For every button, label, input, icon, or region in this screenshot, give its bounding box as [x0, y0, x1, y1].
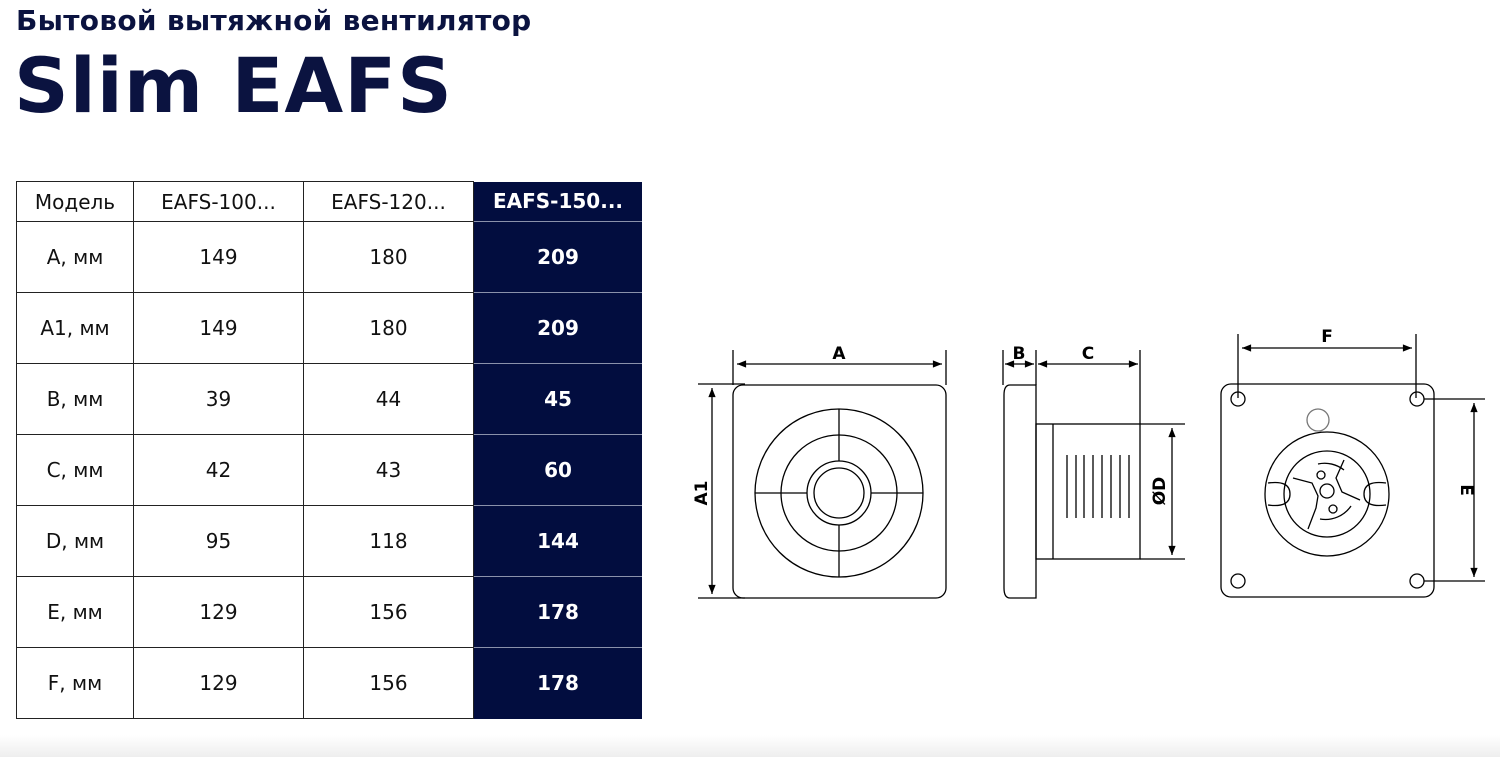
dimension-label-a1: A1 [692, 481, 712, 506]
row-label: E, мм [16, 576, 134, 648]
dimension-label-f: F [1321, 327, 1333, 347]
row-label: F, мм [16, 647, 134, 719]
bottom-fade [0, 735, 1500, 757]
table-header-row: Модель EAFS-100... EAFS-120... EAFS-150.… [16, 181, 642, 222]
table-row: E, мм 129 156 178 [16, 576, 642, 648]
column-header-model: Модель [16, 181, 134, 222]
cell-value: 149 [133, 221, 304, 293]
table-row: A, мм 149 180 209 [16, 221, 642, 293]
dimension-label-d: ØD [1150, 477, 1170, 506]
cell-value-highlighted: 144 [473, 505, 642, 577]
dimension-label-a: A [832, 344, 846, 364]
cell-value: 44 [303, 363, 474, 435]
dimensions-table: Модель EAFS-100... EAFS-120... EAFS-150.… [16, 181, 642, 719]
side-view-drawing [1002, 350, 1185, 599]
cell-value-highlighted: 45 [473, 363, 642, 435]
table-row: F, мм 129 156 178 [16, 647, 642, 719]
table-row: C, мм 42 43 60 [16, 434, 642, 506]
cell-value-highlighted: 60 [473, 434, 642, 506]
cell-value: 118 [303, 505, 474, 577]
cell-value: 156 [303, 647, 474, 719]
cell-value-highlighted: 209 [473, 292, 642, 364]
row-label: A1, мм [16, 292, 134, 364]
cell-value: 43 [303, 434, 474, 506]
table-row: D, мм 95 118 144 [16, 505, 642, 577]
cell-value: 180 [303, 221, 474, 293]
cell-value: 129 [133, 647, 304, 719]
product-title: Slim EAFS [14, 41, 453, 130]
product-subtitle: Бытовой вытяжной вентилятор [16, 4, 532, 37]
table-row: A1, мм 149 180 209 [16, 292, 642, 364]
dimension-label-b: B [1013, 344, 1026, 364]
cell-value: 156 [303, 576, 474, 648]
table-row: B, мм 39 44 45 [16, 363, 642, 435]
cell-value-highlighted: 178 [473, 576, 642, 648]
row-label: B, мм [16, 363, 134, 435]
front-view-drawing [698, 350, 947, 599]
cell-value-highlighted: 178 [473, 647, 642, 719]
cell-value-highlighted: 209 [473, 221, 642, 293]
back-view-drawing [1220, 334, 1485, 598]
cell-value: 42 [133, 434, 304, 506]
row-label: C, мм [16, 434, 134, 506]
dimension-label-c: C [1082, 344, 1094, 364]
column-header-eafs-120: EAFS-120... [303, 181, 474, 222]
column-header-eafs-150: EAFS-150... [473, 181, 642, 222]
dimension-label-e: E [1456, 484, 1476, 496]
